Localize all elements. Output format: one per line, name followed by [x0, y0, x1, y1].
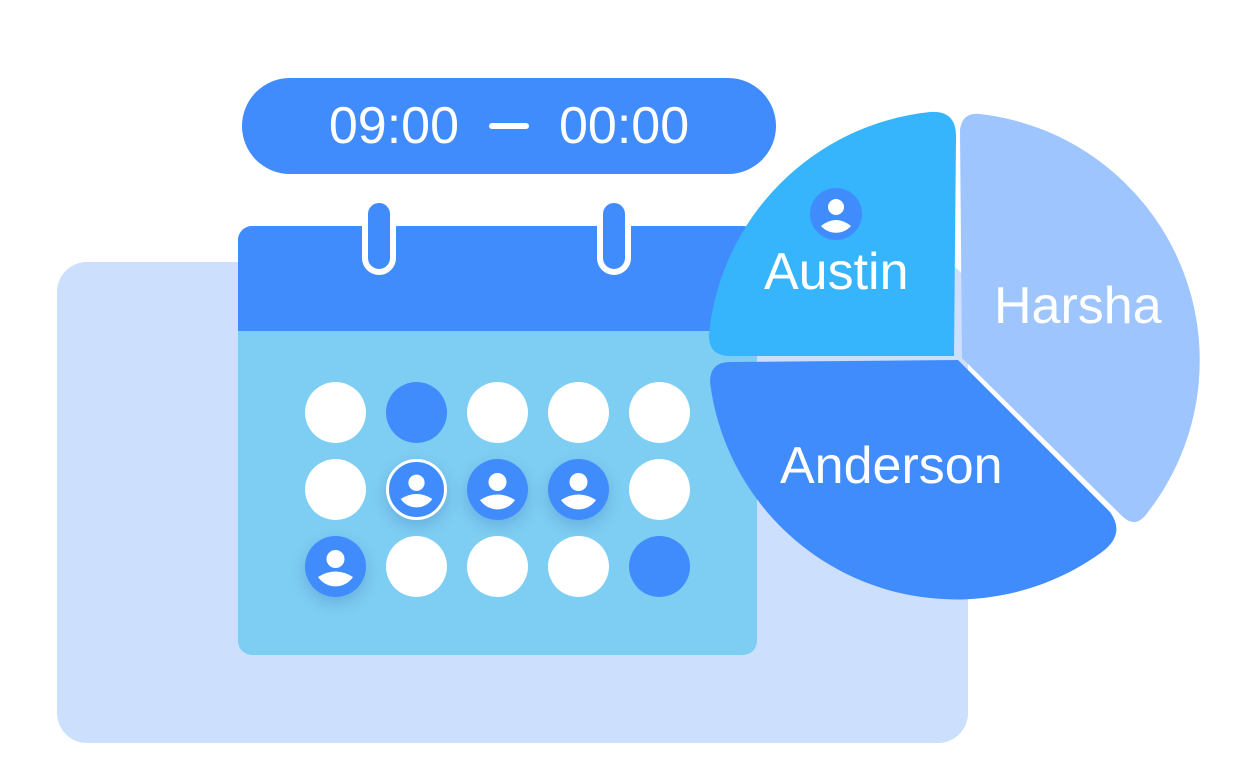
calendar-day-cell — [305, 536, 366, 597]
pie-slice-harsha — [960, 113, 1200, 523]
calendar-day-cell — [629, 382, 690, 443]
calendar-day-cell — [386, 382, 447, 443]
austin-avatar-icon — [810, 188, 862, 240]
end-time: 00:00 — [559, 97, 690, 155]
label-anderson: Anderson — [780, 437, 1003, 495]
calendar-ring-right — [597, 197, 631, 275]
person-icon — [318, 550, 353, 587]
calendar-day-grid — [305, 382, 690, 597]
start-time: 09:00 — [328, 97, 459, 155]
calendar-header — [238, 226, 757, 331]
calendar-day-cell — [548, 459, 609, 520]
calendar-day-cell — [548, 382, 609, 443]
label-austin: Austin — [764, 243, 909, 301]
label-harsha: Harsha — [994, 277, 1162, 335]
person-icon — [400, 474, 433, 508]
calendar-day-cell — [467, 382, 528, 443]
calendar-ring-left — [362, 197, 396, 275]
time-range-pill: 09:00 00:00 — [242, 78, 776, 174]
person-icon — [561, 473, 596, 510]
calendar-day-cell — [629, 459, 690, 520]
calendar-day-cell — [386, 536, 447, 597]
dash-separator — [489, 123, 529, 129]
person-icon — [480, 473, 515, 510]
assignment-pie-chart — [708, 111, 1200, 600]
pie-slice-anderson — [710, 360, 1117, 600]
calendar-day-cell — [629, 536, 690, 597]
calendar-day-cell — [386, 459, 447, 520]
calendar-day-cell — [467, 459, 528, 520]
calendar-day-cell — [467, 536, 528, 597]
calendar-day-cell — [305, 459, 366, 520]
calendar-day-cell — [548, 536, 609, 597]
calendar-day-cell — [305, 382, 366, 443]
